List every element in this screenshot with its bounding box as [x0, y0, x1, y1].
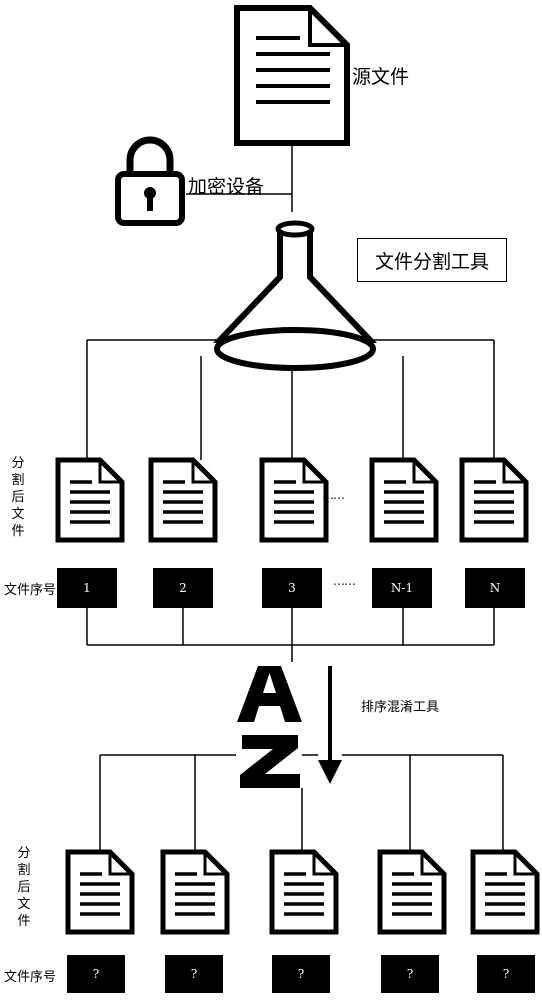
unknown-sequence-tag: ?: [477, 955, 535, 993]
redistribution-lines: [99, 754, 504, 850]
shuffled-document-icon: [473, 852, 537, 932]
shuffled-document-icon: [272, 852, 336, 932]
source-document-icon: [234, 5, 350, 146]
split-document-icon: [462, 460, 526, 540]
split-tool-label: 文件分割工具: [357, 238, 507, 282]
shuffle-tool-label: 排序混淆工具: [361, 700, 440, 715]
split-document-icon: [262, 460, 326, 540]
sequence-tag: 2: [153, 568, 213, 608]
sequence-tag: N: [465, 568, 525, 608]
shuffled-files-label: 分 割 后 文 件: [17, 846, 31, 929]
unknown-sequence-tag: ?: [272, 955, 330, 993]
funnel-icon: [213, 220, 377, 371]
sequence-tag: 3: [262, 568, 322, 608]
split-document-icon: [151, 460, 215, 540]
ellipsis-docs: ……: [322, 488, 345, 502]
split-document-icon: [58, 460, 122, 540]
shuffled-document-icon: [163, 852, 227, 932]
ellipsis-tags: ……: [333, 574, 356, 588]
encrypt-device-label: 加密设备: [188, 176, 265, 198]
split-files-label: 分 割 后 文 件: [11, 456, 25, 539]
unknown-sequence-tag: ?: [67, 955, 125, 993]
sequence-label: 文件序号: [4, 583, 57, 598]
sequence-tag: N-1: [372, 568, 432, 608]
unknown-sequence-tag: ?: [165, 955, 223, 993]
source-file-label: 源文件: [352, 66, 410, 88]
padlock-icon: [115, 136, 185, 226]
shuffled-sequence-label: 文件序号: [4, 970, 57, 985]
split-document-icon: [372, 460, 436, 540]
distribution-lines: [86, 339, 495, 460]
shuffled-document-icon: [380, 852, 444, 932]
unknown-sequence-tag: ?: [381, 955, 439, 993]
sequence-tag: 1: [57, 568, 117, 608]
sort-az-icon: [237, 666, 342, 788]
shuffled-document-icon: [68, 852, 132, 932]
collect-lines: [86, 608, 495, 662]
